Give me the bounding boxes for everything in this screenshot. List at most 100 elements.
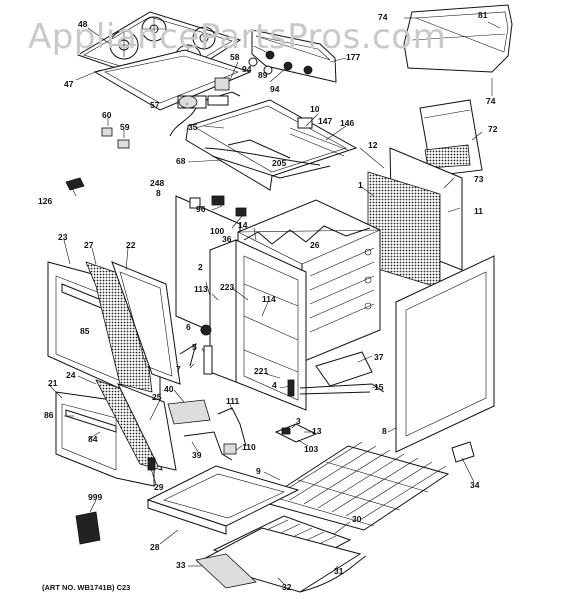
callout-100: 100 [210, 226, 224, 236]
bottom-bracket-37 [315, 351, 373, 387]
part-126 [65, 177, 85, 191]
callout-27: 27 [84, 240, 94, 250]
oven-door [47, 261, 181, 405]
callout-35: 35 [188, 122, 198, 132]
callout-89: 89 [258, 70, 268, 80]
igniter-assembly [274, 423, 318, 443]
callout-24: 24 [66, 370, 76, 380]
callout-34: 34 [470, 480, 480, 490]
callout-113: 113 [194, 284, 208, 294]
callout-114: 114 [262, 294, 276, 304]
callout-39: 39 [192, 450, 202, 460]
callout-29: 29 [154, 482, 164, 492]
part-39 [183, 431, 233, 461]
callout-40: 40 [164, 384, 174, 394]
callout-86: 86 [44, 410, 54, 420]
part-60 [101, 127, 113, 137]
callout-22: 22 [126, 240, 136, 250]
callout-36: 36 [222, 234, 232, 244]
callout-96: 96 [196, 204, 206, 214]
callout-999: 999 [88, 492, 102, 502]
callout-4: 4 [272, 380, 277, 390]
cooktop-grate-assembly [76, 11, 252, 111]
callout-103: 103 [304, 444, 318, 454]
callout-223: 223 [220, 282, 234, 292]
part-110 [223, 443, 237, 455]
callout-37: 37 [374, 352, 384, 362]
drawer-front [55, 379, 177, 487]
watermark: AppliancePartsPros.com [28, 17, 446, 57]
callout-126: 126 [38, 196, 52, 206]
hinge-part-7 [179, 342, 197, 367]
callout-13: 13 [312, 426, 322, 436]
top-frame-assembly [185, 99, 358, 191]
callout-5: 5 [192, 342, 197, 352]
callout-15: 15 [374, 382, 384, 392]
callout-30: 30 [352, 514, 362, 524]
callout-21: 21 [48, 378, 58, 388]
callout-147: 147 [318, 116, 332, 126]
callout-32: 32 [282, 582, 292, 592]
callout-1: 1 [358, 180, 363, 190]
gas-tube [299, 383, 385, 395]
callout-111: 111 [226, 396, 240, 406]
callout-3: 3 [296, 416, 301, 426]
callout-33: 33 [176, 560, 186, 570]
callout-12: 12 [368, 140, 378, 150]
callout-14: 14 [238, 220, 248, 230]
callout-31: 31 [334, 566, 344, 576]
art-number: (ART NO. WB1741B) C23 [42, 583, 130, 592]
right-side-outer-panel [395, 255, 495, 453]
callout-23: 23 [58, 232, 68, 242]
hinge-part-5 [203, 345, 213, 375]
callout-9: 9 [256, 466, 261, 476]
backsplash-panel [403, 4, 513, 73]
gas-valve-assembly [169, 77, 241, 137]
callout-28: 28 [150, 542, 160, 552]
callout-94a: 94 [242, 64, 252, 74]
part-40 [167, 399, 211, 425]
oven-rack [260, 441, 450, 531]
callout-248: 248 [150, 178, 164, 188]
callout-146: 146 [340, 118, 354, 128]
callout-2: 2 [198, 262, 203, 272]
callout-73: 73 [474, 174, 484, 184]
callout-6: 6 [186, 322, 191, 332]
callout-81: 81 [478, 10, 488, 20]
callout-26: 26 [310, 240, 320, 250]
callout-60: 60 [102, 110, 112, 120]
part-59 [117, 139, 130, 149]
callout-7: 7 [176, 364, 181, 374]
callout-177: 177 [346, 52, 360, 62]
part-111 [217, 407, 247, 447]
callout-8b: 8 [382, 426, 387, 436]
callout-25: 25 [152, 392, 162, 402]
callout-221: 221 [254, 366, 268, 376]
callout-94b: 94 [270, 84, 280, 94]
callout-8a: 8 [156, 188, 161, 198]
callout-74b: 74 [486, 96, 496, 106]
callout-110: 110 [242, 442, 256, 452]
broiler-pan [196, 515, 367, 593]
leader-lines [49, 17, 501, 585]
callout-74a: 74 [378, 12, 388, 22]
callout-58: 58 [230, 52, 240, 62]
oven-front-frame [209, 239, 307, 411]
callout-labels: 48 47 58 57 94 89 94 177 74 81 74 60 59 … [38, 10, 498, 592]
callout-72: 72 [488, 124, 498, 134]
callout-68: 68 [176, 156, 186, 166]
literature-999 [75, 511, 101, 545]
callout-47: 47 [64, 79, 74, 89]
callout-85: 85 [80, 326, 90, 336]
callout-48: 48 [78, 19, 88, 29]
callout-57: 57 [150, 100, 160, 110]
callout-10: 10 [310, 104, 320, 114]
rack-bracket [451, 441, 475, 463]
oven-vent [419, 99, 483, 177]
part-33 [195, 553, 257, 589]
callout-11: 11 [474, 206, 483, 216]
callout-205: 205 [272, 158, 286, 168]
broiler-drawer [146, 465, 300, 535]
callout-59: 59 [120, 122, 130, 132]
